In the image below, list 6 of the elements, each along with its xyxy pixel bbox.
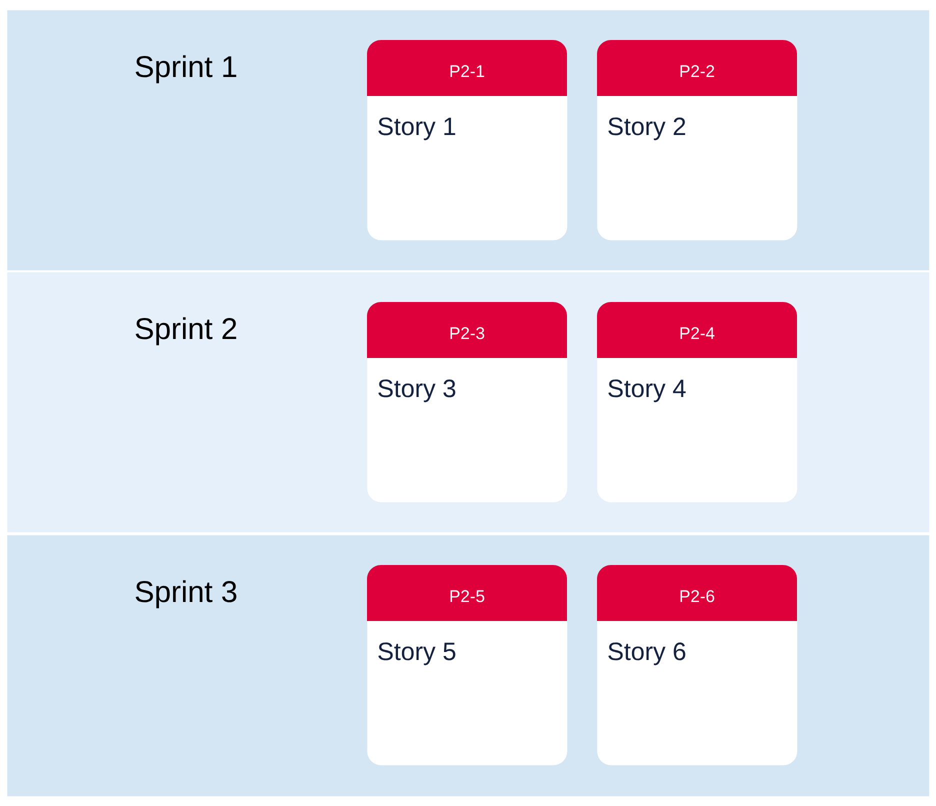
story-card: P2-6 Story 6 — [597, 565, 798, 766]
story-card: P2-5 Story 5 — [367, 565, 568, 766]
story-card: P2-1 Story 1 — [367, 40, 568, 240]
story-card: P2-2 Story 2 — [597, 40, 798, 240]
story-card: P2-3 Story 3 — [367, 302, 568, 502]
story-card: P2-4 Story 4 — [597, 302, 798, 502]
